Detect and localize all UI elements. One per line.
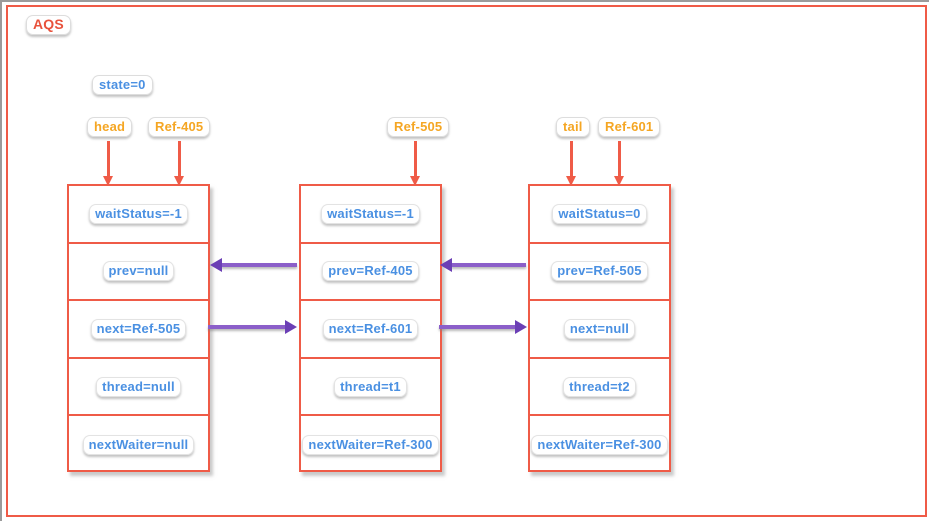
head-pointer-arrow: [103, 141, 113, 186]
ref-505-pointer-arrow: [410, 141, 420, 186]
ref-505-pointer-label: Ref-505: [387, 117, 450, 137]
node-tail-row-prev: prev=Ref-505: [530, 244, 669, 302]
node-middle-row-prev: prev=Ref-405: [301, 244, 440, 302]
ref-405-pointer-label: Ref-405: [148, 117, 211, 137]
diagram-frame: AQS state=0 head Ref-405 Ref-505 tail Re…: [6, 5, 927, 517]
link-prev-tail-to-middle: [440, 258, 526, 272]
field-thread: thread=null: [96, 376, 181, 397]
field-thread: thread=t1: [334, 376, 407, 397]
node-head-row-prev: prev=null: [69, 244, 208, 302]
field-next: next=Ref-505: [90, 318, 187, 339]
node-middle-row-nextwaiter: nextWaiter=Ref-300: [301, 416, 440, 474]
link-next-middle-to-tail: [439, 320, 527, 334]
state-label: state=0: [92, 75, 153, 95]
field-waitstatus: waitStatus=0: [552, 203, 647, 224]
node-tail-row-waitstatus: waitStatus=0: [530, 186, 669, 244]
ref-601-pointer-arrow: [614, 141, 624, 186]
field-nextwaiter: nextWaiter=Ref-300: [302, 435, 439, 456]
node-head-row-next: next=Ref-505: [69, 301, 208, 359]
node-tail-row-thread: thread=t2: [530, 359, 669, 417]
field-prev: prev=null: [102, 261, 175, 282]
ref-405-pointer-arrow: [174, 141, 184, 186]
diagram-title: AQS: [26, 15, 71, 35]
head-pointer-label: head: [87, 117, 133, 137]
node-head-row-thread: thread=null: [69, 359, 208, 417]
field-waitstatus: waitStatus=-1: [89, 203, 188, 224]
link-next-head-to-middle: [208, 320, 297, 334]
node-head: waitStatus=-1 prev=null next=Ref-505 thr…: [67, 184, 210, 472]
node-middle: waitStatus=-1 prev=Ref-405 next=Ref-601 …: [299, 184, 442, 472]
field-next: next=Ref-601: [322, 318, 419, 339]
field-prev: prev=Ref-405: [322, 261, 419, 282]
node-middle-row-waitstatus: waitStatus=-1: [301, 186, 440, 244]
link-prev-middle-to-head: [210, 258, 297, 272]
node-head-row-waitstatus: waitStatus=-1: [69, 186, 208, 244]
node-tail: waitStatus=0 prev=Ref-505 next=null thre…: [528, 184, 671, 472]
ref-601-pointer-label: Ref-601: [598, 117, 661, 137]
node-tail-row-nextwaiter: nextWaiter=Ref-300: [530, 416, 669, 474]
field-next: next=null: [563, 318, 636, 339]
tail-pointer-arrow: [566, 141, 576, 186]
field-thread: thread=t2: [563, 376, 636, 397]
tail-pointer-label: tail: [556, 117, 590, 137]
field-nextwaiter: nextWaiter=null: [82, 435, 195, 456]
field-prev: prev=Ref-505: [551, 261, 648, 282]
field-nextwaiter: nextWaiter=Ref-300: [531, 435, 668, 456]
field-waitstatus: waitStatus=-1: [321, 203, 420, 224]
node-middle-row-next: next=Ref-601: [301, 301, 440, 359]
node-head-row-nextwaiter: nextWaiter=null: [69, 416, 208, 474]
node-middle-row-thread: thread=t1: [301, 359, 440, 417]
node-tail-row-next: next=null: [530, 301, 669, 359]
